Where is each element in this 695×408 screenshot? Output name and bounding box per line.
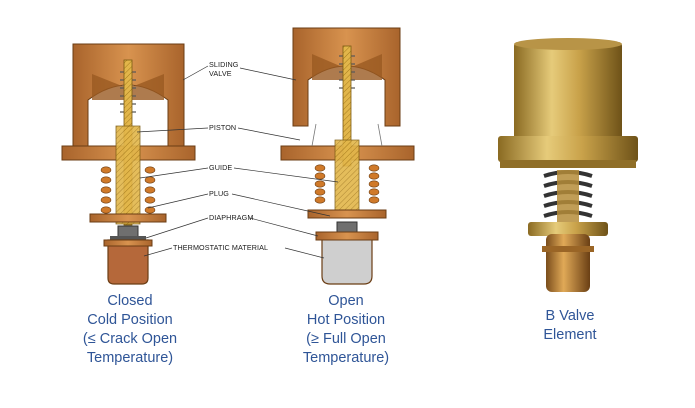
open-valve-cutaway	[280, 27, 415, 285]
label-thermostatic-material: THERMOSTATIC MATERIAL	[173, 243, 268, 252]
caption-closed-line4: Temperature)	[86, 350, 174, 366]
caption-open-line2: Hot Position	[306, 312, 386, 328]
caption-element-line1: B Valve	[545, 308, 595, 324]
caption-open: Open Hot Position (≥ Full Open Temperatu…	[276, 292, 416, 368]
label-sliding-valve-2: VALVE	[209, 69, 232, 78]
caption-open-line3: (≥ Full Open	[306, 331, 386, 347]
caption-open-line1: Open	[328, 293, 364, 309]
caption-open-line4: Temperature)	[302, 350, 390, 366]
thermostatic-pot	[321, 235, 373, 285]
callout-lines	[136, 65, 339, 259]
label-diaphragm: DIAPHRAGM	[209, 213, 253, 222]
label-guide: GUIDE	[209, 163, 232, 172]
coil-spring	[100, 166, 156, 214]
caption-closed: Closed Cold Position (≤ Crack Open Tempe…	[60, 292, 200, 368]
callout-labels: SLIDING VALVE PISTON GUIDE PLUG DIAPHRAG…	[173, 60, 268, 252]
label-sliding-valve-1: SLIDING	[209, 60, 239, 69]
thermostatic-pot	[107, 239, 149, 285]
label-piston: PISTON	[209, 123, 236, 132]
coil-spring	[314, 164, 380, 204]
closed-valve-cutaway	[61, 43, 196, 285]
caption-closed-line1: Closed	[107, 293, 153, 309]
label-plug: PLUG	[209, 189, 229, 198]
caption-closed-line2: Cold Position	[87, 312, 173, 328]
caption-element: B Valve Element	[510, 307, 630, 345]
caption-closed-line3: (≤ Crack Open	[82, 331, 178, 347]
b-valve-element-photo	[498, 38, 638, 292]
caption-element-line2: Element	[543, 327, 597, 343]
